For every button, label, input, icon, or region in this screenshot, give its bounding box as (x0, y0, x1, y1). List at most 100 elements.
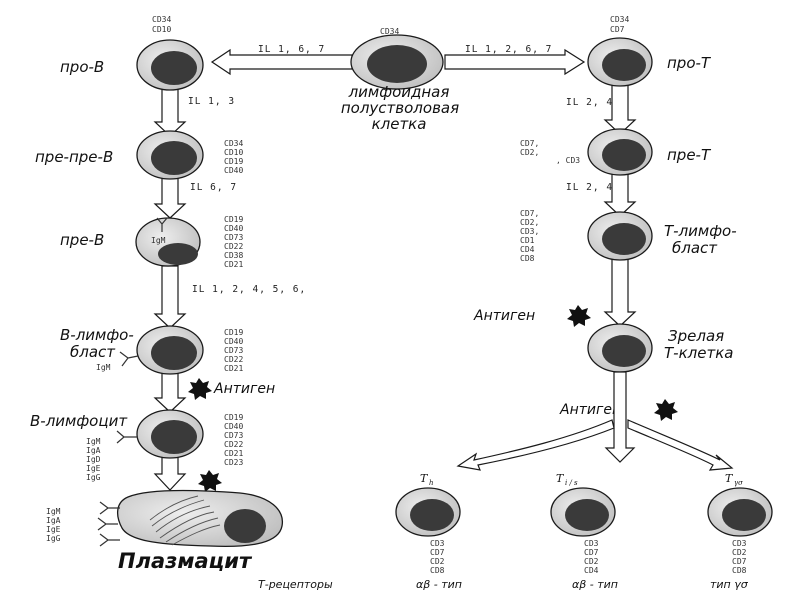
t-branch-arrows (456, 371, 734, 471)
marker: CD40 (224, 337, 243, 346)
t-antigen-label-1: Антиген (473, 308, 535, 324)
marker: CD4 (520, 245, 535, 254)
pre-b-cell (135, 217, 201, 267)
receptor: IgA (86, 446, 101, 455)
il-center-left: IL 1, 6, 7 (258, 44, 325, 55)
center-label-line-1: лимфоидная (348, 83, 450, 101)
endoplasmic-reticulum-icon (149, 495, 221, 546)
tgd-subset-label: T γσ (725, 472, 743, 487)
ts-markers: CD3 CD7 CD2 CD4 (584, 539, 599, 575)
arrow-center-to-pro-b (210, 48, 353, 76)
marker: , CD3 (556, 156, 580, 165)
marker: CD7, (520, 139, 539, 148)
th-markers: CD3 CD7 CD2 CD8 (430, 539, 445, 575)
b-antigen-label: Антиген (213, 381, 275, 397)
b-arrow-5 (153, 455, 187, 491)
marker: CD8 (520, 254, 535, 263)
antigen-star-icon (654, 399, 678, 421)
marker: CD22 (224, 355, 243, 364)
marker: CD7 (732, 557, 747, 566)
marker: CD7 (610, 25, 625, 34)
igm-receptor-icon (119, 351, 139, 367)
th-subset-label: T h (420, 472, 434, 487)
th-cell (395, 487, 461, 537)
marker: CD10 (224, 148, 243, 157)
marker: CD34 (610, 15, 629, 24)
pre-b-markers: CD19 CD40 CD73 CD22 CD38 CD21 (224, 215, 243, 269)
pro-t-markers: CD34 CD7 (610, 15, 629, 34)
marker: CD34 (152, 15, 171, 24)
marker: CD8 (430, 566, 445, 575)
marker: CD34 (224, 139, 243, 148)
marker: CD2 (732, 548, 747, 557)
marker: CD73 (224, 431, 243, 440)
plasma-receptors: IgM IgA IgE IgG (46, 507, 61, 543)
pre-b-receptor: IgM (151, 236, 166, 245)
pre-pre-b-label: пре-пре-В (35, 148, 113, 166)
t-lymphoblast-label-1: Т-лимфо- (664, 222, 737, 240)
marker: CD73 (224, 233, 243, 242)
mature-t-label-1: Зрелая (668, 327, 724, 345)
receptor: IgM (46, 507, 61, 516)
b-il-2: IL 6, 7 (190, 182, 237, 193)
b-lymphoblast-receptor: IgM (96, 363, 111, 372)
receptor: IgD (86, 455, 101, 464)
marker: CD10 (152, 25, 171, 34)
t-arrow-2 (603, 171, 637, 217)
b-arrow-1 (153, 87, 187, 137)
marker: CD4 (584, 566, 599, 575)
b-lymphoblast-cell (119, 325, 204, 375)
marker: CD2 (430, 557, 445, 566)
mature-t-label-2: Т-клетка (664, 344, 733, 362)
b-arrow-2 (153, 177, 187, 219)
marker: CD40 (224, 224, 243, 233)
t-il-2: IL 2, 4 (566, 182, 613, 193)
pro-t-cell (587, 37, 653, 87)
marker: CD40 (224, 422, 243, 431)
b-arrow-3 (153, 265, 187, 329)
subset-subscript: γσ (734, 479, 743, 487)
b-lymphoblast-markers: CD19 CD40 CD73 CD22 CD21 (224, 328, 243, 373)
b-lymphocyte-markers: CD19 CD40 CD73 CD22 CD21 CD23 (224, 413, 243, 467)
plasma-receptor-icons (97, 501, 120, 547)
b-lymphoblast-label-1: В-лимфо- (60, 326, 134, 344)
marker: CD8 (732, 566, 747, 575)
marker: CD21 (224, 260, 243, 269)
center-label-line-3: клетка (372, 115, 427, 133)
pre-b-label: пре-В (60, 231, 104, 249)
receptor: IgE (46, 525, 61, 534)
b-lymphocyte-label: В-лимфоцит (30, 412, 128, 430)
pro-b-cell (136, 39, 204, 91)
marker: CD3 (430, 539, 445, 548)
marker: CD38 (224, 251, 243, 260)
lymphoid-stem-cell (350, 34, 444, 90)
t-arrow-3 (603, 257, 637, 327)
pro-t-label: про-Т (667, 54, 712, 72)
marker: CD22 (224, 242, 243, 251)
ts-receptor-type: αβ - тип (572, 578, 618, 591)
pre-t-label: пре-Т (667, 146, 712, 164)
plasma-cell (117, 489, 283, 548)
il-center-right: IL 1, 2, 6, 7 (465, 44, 552, 55)
b-il-1: IL 1, 3 (188, 96, 235, 107)
marker: CD3 (732, 539, 747, 548)
marker: CD73 (224, 346, 243, 355)
t-lymphoblast-cell (587, 211, 653, 261)
antigen-star-icon (188, 378, 212, 400)
receptor: IgA (46, 516, 61, 525)
subset-subscript: h (429, 479, 434, 487)
marker: CD19 (224, 215, 243, 224)
antigen-star-icon (567, 305, 591, 327)
receptor: IgG (46, 534, 61, 543)
pre-pre-b-markers: CD34 CD10 CD19 CD40 (224, 139, 243, 175)
pre-t-markers: CD7, CD2, , CD3 (520, 139, 580, 165)
b-lymphocyte-receptors: IgM IgA IgD IgE IgG (86, 437, 101, 482)
marker: CD21 (224, 364, 243, 373)
b-arrow-4 (153, 371, 187, 413)
pre-t-cell (587, 128, 653, 176)
b-lymphocyte-cell (116, 409, 204, 459)
marker: CD19 (224, 413, 243, 422)
marker: CD19 (224, 157, 243, 166)
marker: CD19 (224, 328, 243, 337)
plasma-cell-label: Плазмацит (118, 549, 253, 573)
